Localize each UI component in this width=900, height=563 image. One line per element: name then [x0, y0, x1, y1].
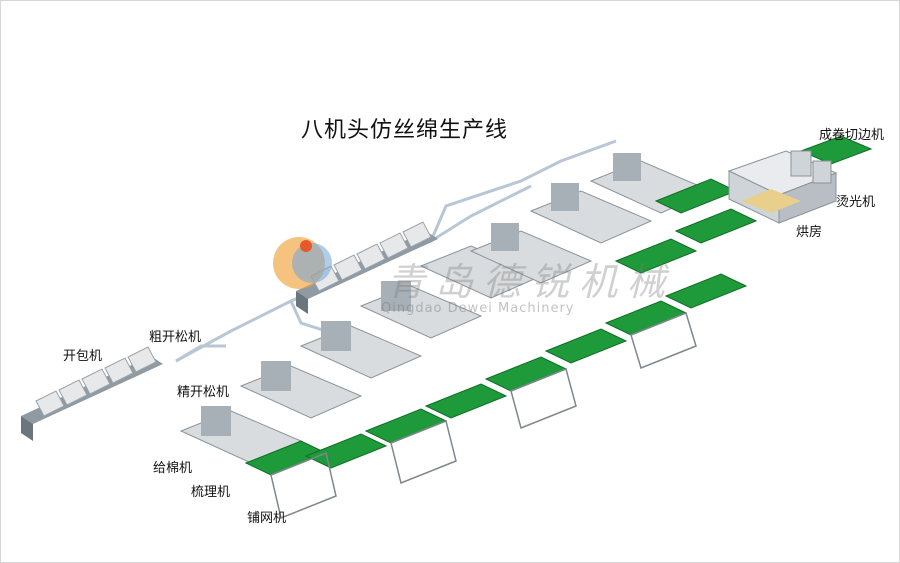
label-oven: 烘房: [796, 225, 823, 240]
label-coarse-opener: 粗开松机: [149, 330, 202, 345]
label-winder: 成卷切边机: [819, 128, 885, 143]
company-logo: [273, 237, 332, 289]
watermark-en: Qingdao Dewei Machinery: [381, 301, 575, 316]
oven-unit: [727, 150, 838, 224]
lapper-frames: [270, 311, 697, 520]
page-title: 八机头仿丝绵生产线: [301, 118, 509, 143]
watermark-cn: 青岛德锐机械: [387, 260, 676, 304]
conveyor-belts: [244, 178, 758, 476]
air-ducts: [175, 139, 617, 363]
front-carding-row: [179, 245, 543, 464]
label-calender: 烫光机: [836, 195, 876, 210]
winder-unit: [790, 135, 873, 184]
label-fine-opener: 精开松机: [177, 385, 230, 400]
bale-opener-group: [21, 346, 163, 441]
label-lapper: 铺网机: [247, 511, 287, 526]
label-feeder: 给棉机: [153, 461, 193, 476]
label-carding: 梳理机: [191, 485, 231, 500]
label-bale-opener: 开包机: [63, 349, 103, 364]
rear-bale-opener-group: [296, 221, 438, 314]
